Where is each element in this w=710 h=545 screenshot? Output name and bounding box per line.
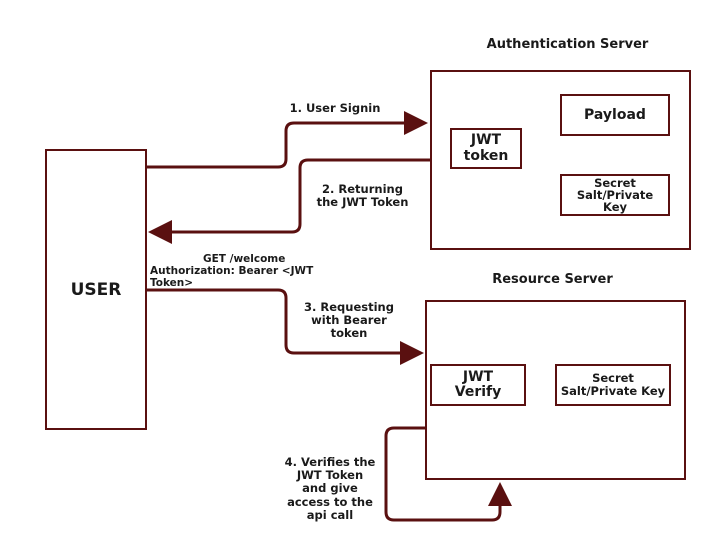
step2-label-line2: the JWT Token (316, 195, 409, 210)
secret-auth-label-line3: Key (602, 200, 627, 215)
step4-label-line4: access to the (287, 494, 373, 509)
user-label: USER (70, 279, 122, 300)
payload-node: Payload (560, 94, 670, 136)
edge-user-signin (144, 111, 428, 169)
jwt-verify-node: JWT Verify (430, 364, 526, 406)
secret-auth-node: Secret Salt/Private Key (560, 174, 670, 216)
step2-label-line1: 2. Returning (322, 182, 403, 196)
edge-request-bearer (144, 288, 424, 365)
request-label: GET /welcome Authorization: Bearer <JWT … (150, 253, 340, 289)
step3-label-line1: 3. Requesting (304, 300, 394, 314)
secret-auth-label-line1: Secret (594, 175, 636, 190)
secret-auth-label-line2: Salt/Private (576, 187, 654, 202)
step4-label-line3: and give (302, 481, 358, 496)
secret-resource-label-line2: Salt/Private Key (560, 384, 666, 398)
request-label-line1: GET /welcome (203, 253, 286, 265)
auth-server-title: Authentication Server (486, 37, 649, 52)
edge-return-token (148, 158, 432, 244)
payload-label: Payload (584, 107, 646, 123)
jwt-token-label-line1: JWT (470, 132, 502, 149)
step3-label-line2: with Bearer (311, 313, 387, 328)
secret-resource-node: Secret Salt/Private Key (555, 364, 671, 406)
user-node: USER (45, 149, 147, 430)
jwt-token-label-line2: token (463, 147, 509, 164)
step3-label: 3. Requesting with Bearer token (300, 300, 398, 341)
request-label-line2: Authorization: Bearer <JWT Token> (150, 265, 314, 290)
edge-verify-loop (384, 426, 512, 522)
resource-server-title: Resource Server (492, 272, 613, 287)
jwt-verify-label-line2: Verify (454, 384, 502, 400)
step1-label: 1. User Signin (289, 101, 381, 115)
step4-label: 4. Verifies the JWT Token and give acces… (278, 455, 382, 522)
step4-label-line1: 4. Verifies the (284, 455, 376, 469)
step3-label-line3: token (330, 326, 368, 341)
step4-label-line2: JWT Token (296, 468, 364, 483)
secret-resource-label-line1: Secret (592, 371, 634, 386)
step2-label: 2. Returning the JWT Token (310, 182, 415, 210)
jwt-token-node: JWT token (450, 128, 522, 169)
jwt-verify-label-line1: JWT (462, 368, 494, 385)
step4-label-line5: api call (306, 507, 354, 522)
